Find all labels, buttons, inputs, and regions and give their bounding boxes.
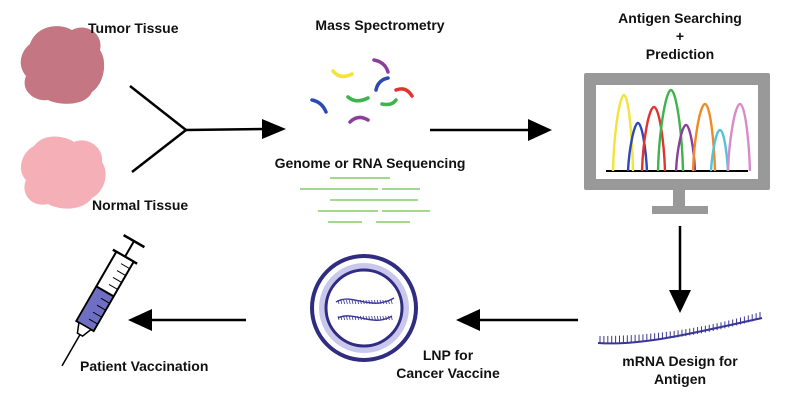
lnp-mrna-tick xyxy=(371,299,373,305)
arrow-tissue-to-ms xyxy=(262,119,286,139)
lnp-mrna-tick xyxy=(382,299,385,305)
lnp-mrna-tick xyxy=(348,299,351,305)
label-cancer-vaccine: Cancer Vaccine xyxy=(396,365,500,381)
lnp-mrna-tick xyxy=(385,315,387,321)
lnp-mrna-tick xyxy=(346,315,348,321)
lnp-mrna-tick xyxy=(390,299,393,305)
lnp-mrna-tick xyxy=(362,299,365,305)
lnp-mrna-tick xyxy=(340,299,343,305)
lnp-mrna-tick xyxy=(374,299,376,305)
arrow-monitor-to-mrna-head xyxy=(669,290,691,313)
lnp-mrna-tick xyxy=(340,315,343,321)
label-lnp-for: LNP for xyxy=(423,347,474,363)
lnp-mrna-tick xyxy=(385,299,387,305)
peak-red xyxy=(640,105,667,172)
fragment-yellow xyxy=(331,69,354,79)
lnp-mrna-tick xyxy=(354,299,357,305)
label-mrna-design: mRNA Design for xyxy=(622,353,738,369)
lnp-mrna-tick xyxy=(357,315,359,321)
lnp-mrna-tick xyxy=(348,315,351,321)
lnp-mrna-tick xyxy=(376,299,379,305)
lnp-mrna-tick xyxy=(382,315,385,321)
lnp-mrna-tick xyxy=(343,299,345,305)
lnp-mrna-tick xyxy=(388,299,390,305)
fragment-blue xyxy=(374,76,390,92)
syringe-icon xyxy=(61,234,146,367)
label-mrna-antigen: Antigen xyxy=(654,371,706,387)
lnp-mrna-tick xyxy=(351,315,354,321)
label-tumor-tissue: Tumor Tissue xyxy=(88,20,179,36)
label-sequencing: Genome or RNA Sequencing xyxy=(275,155,466,171)
arrow-ms-to-monitor-head xyxy=(528,119,552,141)
fragment-blue2 xyxy=(310,98,328,114)
label-antigen-searching: Antigen Searching xyxy=(618,10,742,26)
lnp-mrna-tick xyxy=(337,299,340,305)
mass-spec-fragments xyxy=(310,58,414,124)
peak-blue xyxy=(626,121,649,172)
arrow-lnp-to-syringe-head xyxy=(128,309,152,331)
label-prediction: Prediction xyxy=(646,46,714,62)
lnp-mrna-tick xyxy=(362,315,365,321)
normal-tissue-blob xyxy=(20,136,106,209)
lnp-mrna-tick xyxy=(357,299,359,305)
lnp-mrna-tick xyxy=(351,299,354,305)
tumor-tissue-blob xyxy=(20,26,105,104)
merge-connector xyxy=(129,85,276,173)
fragment-red xyxy=(394,87,414,98)
lnp-mrna-tick xyxy=(376,315,379,321)
lnp-mrna-tick xyxy=(379,299,382,305)
lnp-mrna-tick xyxy=(365,299,368,305)
lnp-mrna-tick xyxy=(360,299,362,305)
lnp-mrna-tick xyxy=(379,315,382,321)
peak-cyan xyxy=(709,128,730,172)
lnp-mrna-tick xyxy=(368,299,371,305)
lnp-mrna-tick xyxy=(360,315,362,321)
lnp-mrna-tick xyxy=(371,315,373,321)
label-mass-spectrometry: Mass Spectrometry xyxy=(315,17,444,33)
sequencing-reads xyxy=(300,177,430,223)
arrow-mrna-to-lnp-head xyxy=(456,309,480,331)
lnp-mrna-tick xyxy=(368,315,371,321)
fragment-purple xyxy=(372,58,390,74)
lnp-mrna-tick xyxy=(374,315,376,321)
label-normal-tissue: Normal Tissue xyxy=(92,197,188,213)
peak-pink xyxy=(726,102,752,172)
fragment-green xyxy=(346,95,370,103)
label-patient-vaccination: Patient Vaccination xyxy=(80,358,208,374)
fragment-purple2 xyxy=(348,115,370,124)
lnp-mrna-tick xyxy=(354,315,357,321)
lnp-mrna-tick xyxy=(365,315,368,321)
lnp-mrna-tick xyxy=(346,299,348,305)
lnp-mrna-tick xyxy=(390,315,393,321)
fragment-green2 xyxy=(380,98,398,107)
label-antigen-plus: + xyxy=(676,28,684,44)
monitor-icon xyxy=(584,73,770,214)
lnp-mrna-tick xyxy=(337,315,340,321)
lnp-mrna-tick xyxy=(388,315,390,321)
lnp-particle xyxy=(310,254,418,362)
mrna-strand xyxy=(597,312,763,345)
lnp-mrna-tick xyxy=(343,315,345,321)
